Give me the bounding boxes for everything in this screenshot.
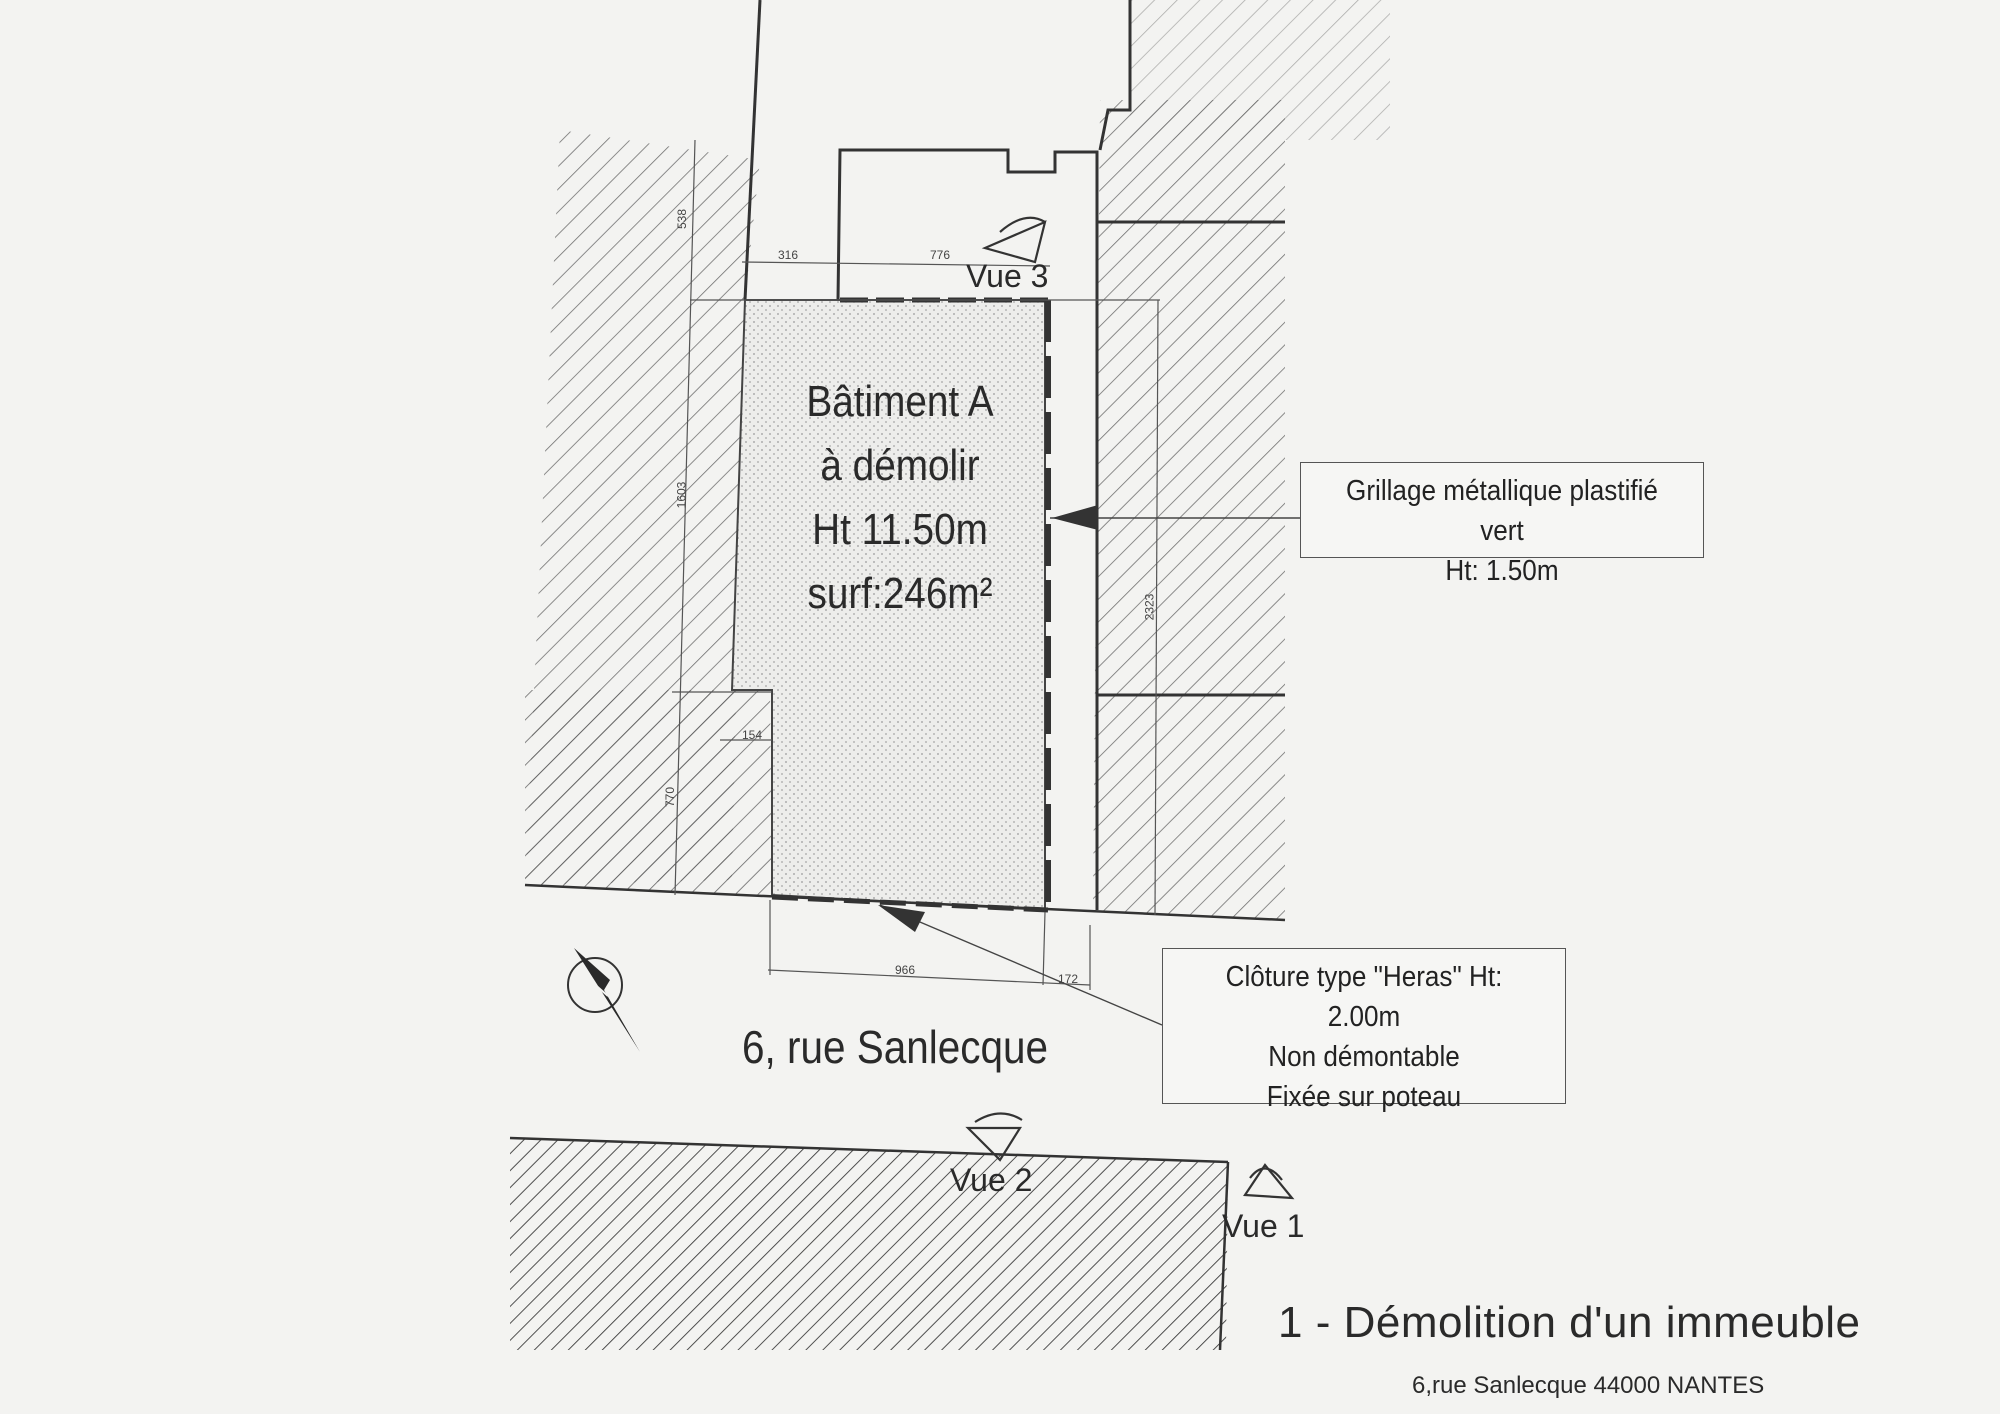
dim-top-right: 776 xyxy=(930,248,951,262)
building-height: Ht 11.50m xyxy=(812,505,988,554)
annex-outline xyxy=(743,0,1285,910)
cloture-removable: Non démontable xyxy=(1268,1041,1460,1073)
hatched-parcels xyxy=(510,0,1390,1350)
dim-step: 154 xyxy=(742,728,763,742)
dim-right: 2323 xyxy=(1142,593,1157,621)
dim-bottom: 966 xyxy=(895,963,916,977)
street-label: 6, rue Sanlecque xyxy=(742,1021,1049,1073)
dim-left-top: 538 xyxy=(675,208,690,230)
street-edges xyxy=(509,883,1286,1351)
dim-top-left: 316 xyxy=(778,248,799,262)
grillage-desc: Grillage métallique plastifié vert xyxy=(1346,475,1658,547)
view-label-3: Vue 3 xyxy=(966,258,1049,294)
grillage-callout: Grillage métallique plastifié vert Ht: 1… xyxy=(1300,462,1704,587)
north-arrow-icon xyxy=(567,948,640,1052)
building-label: Bâtiment A à démolir Ht 11.50m surf:246m… xyxy=(777,370,1023,626)
drawing-title: 1 - Démolition d'un immeuble xyxy=(1278,1298,1861,1347)
dim-bottom-right: 172 xyxy=(1058,972,1079,986)
dimension-lines xyxy=(672,139,1160,990)
grillage-height: Ht: 1.50m xyxy=(1445,555,1559,587)
dim-left-main: 1603 xyxy=(674,481,689,509)
building-name: Bâtiment A xyxy=(806,377,994,426)
drawing-address: 6,rue Sanlecque 44000 NANTES xyxy=(1412,1372,1765,1399)
dim-left-bottom: 770 xyxy=(663,786,678,808)
view-label-2: Vue 2 xyxy=(950,1162,1033,1198)
cloture-fixing: Fixée sur poteau xyxy=(1266,1081,1462,1113)
leader-arrows xyxy=(878,505,1098,932)
cloture-type: Clôture type "Heras" Ht: 2.00m xyxy=(1225,961,1503,1033)
cloture-callout: Clôture type "Heras" Ht: 2.00m Non démon… xyxy=(1162,948,1566,1113)
view-markers xyxy=(965,216,1295,1200)
building-status: à démolir xyxy=(820,441,980,490)
building-surface: surf:246m² xyxy=(807,569,993,618)
view-label-1: Vue 1 xyxy=(1222,1208,1305,1244)
